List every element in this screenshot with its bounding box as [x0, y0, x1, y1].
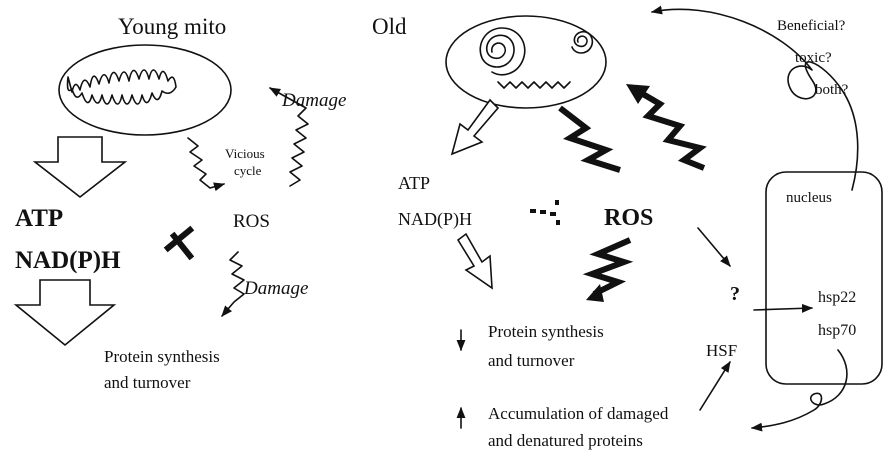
accumulation-line2: and denatured proteins [488, 431, 643, 450]
vicious-cycle-arrow-up [269, 87, 309, 187]
ros-to-question-arrow [697, 227, 731, 267]
ros-zigzag-arrowhead [626, 84, 650, 104]
young-damage-bottom: Damage [243, 278, 308, 299]
both-label: both? [815, 82, 849, 98]
young-atp: ATP [15, 205, 63, 232]
old-title: Old [372, 14, 407, 39]
young-damage-top: Damage [281, 90, 346, 111]
ros-zigzag-2 [634, 87, 707, 171]
old-hollow-arrow-top [450, 98, 500, 156]
question-to-hsp22-arrow [753, 303, 814, 313]
young-ros: ROS [233, 211, 270, 232]
young-mito-title: Young mito [118, 14, 226, 39]
old-protein-line2: and turnover [488, 351, 575, 370]
accumulation-line1: Accumulation of damaged [488, 404, 669, 423]
old-protein-line1: Protein synthesis [488, 322, 604, 341]
young-hollow-arrow-top [32, 136, 128, 199]
old-mitochondrion [445, 15, 607, 109]
old-nadph: NAD(P)H [398, 209, 472, 230]
feedback-curve-arrow [650, 5, 859, 191]
hsp70-to-proteins-arrow [750, 349, 848, 432]
inhibition-t-icon [163, 225, 195, 261]
accumulation-to-hsf-arrow [699, 361, 731, 411]
cycle-label: cycle [234, 163, 262, 178]
nucleus-box [765, 171, 883, 385]
young-protein-line1: Protein synthesis [104, 347, 220, 366]
old-ros: ROS [604, 205, 653, 231]
old-atp: ATP [398, 173, 430, 193]
young-nadph: NAD(P)H [15, 247, 121, 274]
hsf-label: HSF [706, 341, 737, 360]
nucleus-label: nucleus [786, 190, 832, 206]
hsp70-label: hsp70 [818, 322, 856, 339]
young-protein-line2: and turnover [104, 373, 191, 392]
vicious-label: Vicious [225, 146, 265, 161]
vicious-cycle-arrow-down [187, 137, 226, 192]
ros-damage-arrow [221, 251, 245, 317]
ros-zigzag-1 [558, 105, 621, 173]
toxic-label: toxic? [795, 50, 832, 66]
young-hollow-arrow-bottom [13, 279, 117, 347]
dotted-inhibition-icon [530, 200, 560, 225]
hsp22-label: hsp22 [818, 289, 856, 306]
beneficial-label: Beneficial? [777, 18, 846, 34]
ros-zigzag-arrowhead-down [586, 284, 604, 302]
question-mark: ? [730, 283, 740, 305]
old-hollow-arrow-bottom [456, 232, 493, 290]
ros-zigzag-3 [582, 237, 634, 297]
young-mitochondrion [58, 44, 232, 136]
